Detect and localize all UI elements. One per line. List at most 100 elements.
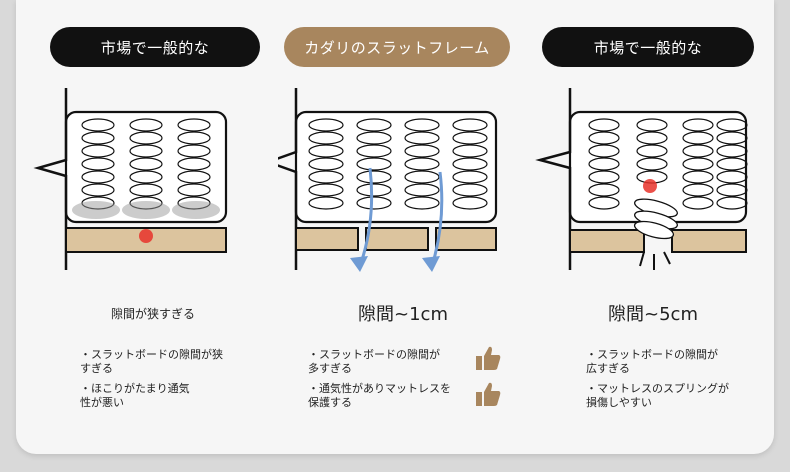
spring-coils — [588, 118, 748, 210]
spring-coil — [636, 118, 668, 132]
frame-wall — [535, 88, 572, 270]
badge-kadari-slat-frame: カダリのスラットフレーム — [284, 27, 510, 67]
spring-coil — [129, 118, 163, 132]
column-narrow-gap: 市場で一般的な 隙間が狭すぎる ・スラットボードの隙間が狭 すぎる ・ほこりがた… — [28, 0, 278, 454]
spring-coil — [682, 196, 714, 210]
spring-coil — [452, 196, 488, 210]
thumbs-up-icon — [476, 346, 501, 370]
spring-coil — [308, 118, 344, 132]
spring-coils — [308, 118, 488, 210]
badge-market-standard: 市場で一般的な — [542, 27, 754, 67]
spring-coil — [716, 183, 748, 197]
spring-coil — [716, 144, 748, 158]
bullet-item: ・マットレスのスプリングが 損傷しやすい — [586, 382, 729, 409]
spring-coil — [129, 144, 163, 158]
thumbs-up-icon — [476, 382, 501, 406]
spring-coil — [177, 131, 211, 145]
bullet-item: ・スラットボードの隙間が狭 すぎる — [80, 348, 223, 375]
airflow-arrow-head — [350, 256, 368, 272]
spring-coil — [81, 131, 115, 145]
comparison-card: 市場で一般的な 隙間が狭すぎる ・スラットボードの隙間が狭 すぎる ・ほこりがた… — [16, 0, 774, 454]
frame-wall — [33, 88, 68, 270]
section-heading: 隙間~1cm — [358, 304, 448, 325]
spring-coil — [129, 131, 163, 145]
spring-coil — [682, 118, 714, 132]
spring-coil — [81, 170, 115, 184]
spring-coil — [636, 144, 668, 158]
spring-coil — [177, 183, 211, 197]
spring-coil — [81, 144, 115, 158]
spring-coil — [308, 196, 344, 210]
spring-coil — [716, 196, 748, 210]
slat-board — [295, 227, 359, 251]
spring-coil — [308, 183, 344, 197]
pressure-point — [139, 229, 153, 243]
frame-wall — [278, 88, 298, 270]
spring-coil — [81, 157, 115, 171]
spring-coil — [308, 170, 344, 184]
spring-coil — [588, 170, 620, 184]
mattress — [294, 110, 498, 224]
spring-coil — [404, 183, 440, 197]
spring-coil — [177, 170, 211, 184]
spring-coil — [452, 183, 488, 197]
spring-coil — [588, 157, 620, 171]
spring-coil — [588, 118, 620, 132]
spring-coil — [682, 170, 714, 184]
bullet-list: ・スラットボードの隙間が狭 すぎる ・ほこりがたまり通気 性が悪い — [80, 348, 270, 416]
bullet-item: ・スラットボードの隙間が 広すぎる — [586, 348, 718, 375]
spring-coil — [356, 131, 392, 145]
shadow-blur — [172, 201, 220, 219]
slat-board — [569, 229, 645, 253]
spring-coil — [356, 170, 392, 184]
spring-coil — [716, 157, 748, 171]
spring-coil — [588, 196, 620, 210]
spring-coil — [81, 183, 115, 197]
spring-coil — [404, 144, 440, 158]
spring-coil — [404, 118, 440, 132]
bullet-item: ・ほこりがたまり通気 性が悪い — [80, 382, 190, 409]
bullet-item: ・通気性がありマットレスを 保護する — [308, 382, 451, 409]
spring-coil — [682, 157, 714, 171]
column-wide-gap: 市場で一般的な 隙間~5cm ・スラットボードの隙間が 広すぎる ・マットレスの… — [528, 0, 778, 454]
slat-board — [671, 229, 747, 253]
slat-board — [365, 227, 429, 251]
spring-coil — [452, 144, 488, 158]
bullet-item: ・スラットボードの隙間が 多すぎる — [308, 348, 440, 375]
spring-coil — [588, 144, 620, 158]
shadow-blur — [72, 201, 120, 219]
narrow-gap-illustration — [33, 88, 228, 270]
spring-coil — [177, 118, 211, 132]
spring-coil — [129, 170, 163, 184]
airflow-arrow — [358, 167, 374, 267]
spring-coil — [682, 131, 714, 145]
spring-coil — [404, 170, 440, 184]
spring-coil — [636, 131, 668, 145]
spring-coil — [404, 131, 440, 145]
spring-coil — [452, 157, 488, 171]
spring-coil — [716, 118, 748, 132]
spring-coil — [588, 131, 620, 145]
spring-coil — [356, 118, 392, 132]
spring-coil — [308, 131, 344, 145]
section-heading: 隙間~5cm — [608, 304, 698, 325]
spring-coil — [716, 131, 748, 145]
spring-coil — [129, 183, 163, 197]
bullet-list: ・スラットボードの隙間が 広すぎる ・マットレスのスプリングが 損傷しやすい — [586, 348, 766, 416]
spring-coil — [588, 183, 620, 197]
pressure-point — [643, 179, 657, 193]
spring-coil — [177, 157, 211, 171]
spring-coil — [308, 144, 344, 158]
spring-coil — [682, 144, 714, 158]
spring-coil — [129, 157, 163, 171]
spring-coil — [452, 170, 488, 184]
slat-board — [435, 227, 497, 251]
ideal-gap-illustration — [278, 88, 498, 272]
bullet-list: ・スラットボードの隙間が 多すぎる ・通気性がありマットレスを 保護する — [308, 348, 478, 416]
spring-coil — [356, 183, 392, 197]
spring-coil — [452, 131, 488, 145]
airflow-arrow-head — [422, 256, 440, 272]
impact-lines — [639, 251, 671, 270]
column-kadari-frame: カダリのスラットフレーム 隙間~1cm ・スラットボードの隙間が 多すぎる ・通… — [278, 0, 528, 454]
spring-coil — [308, 157, 344, 171]
